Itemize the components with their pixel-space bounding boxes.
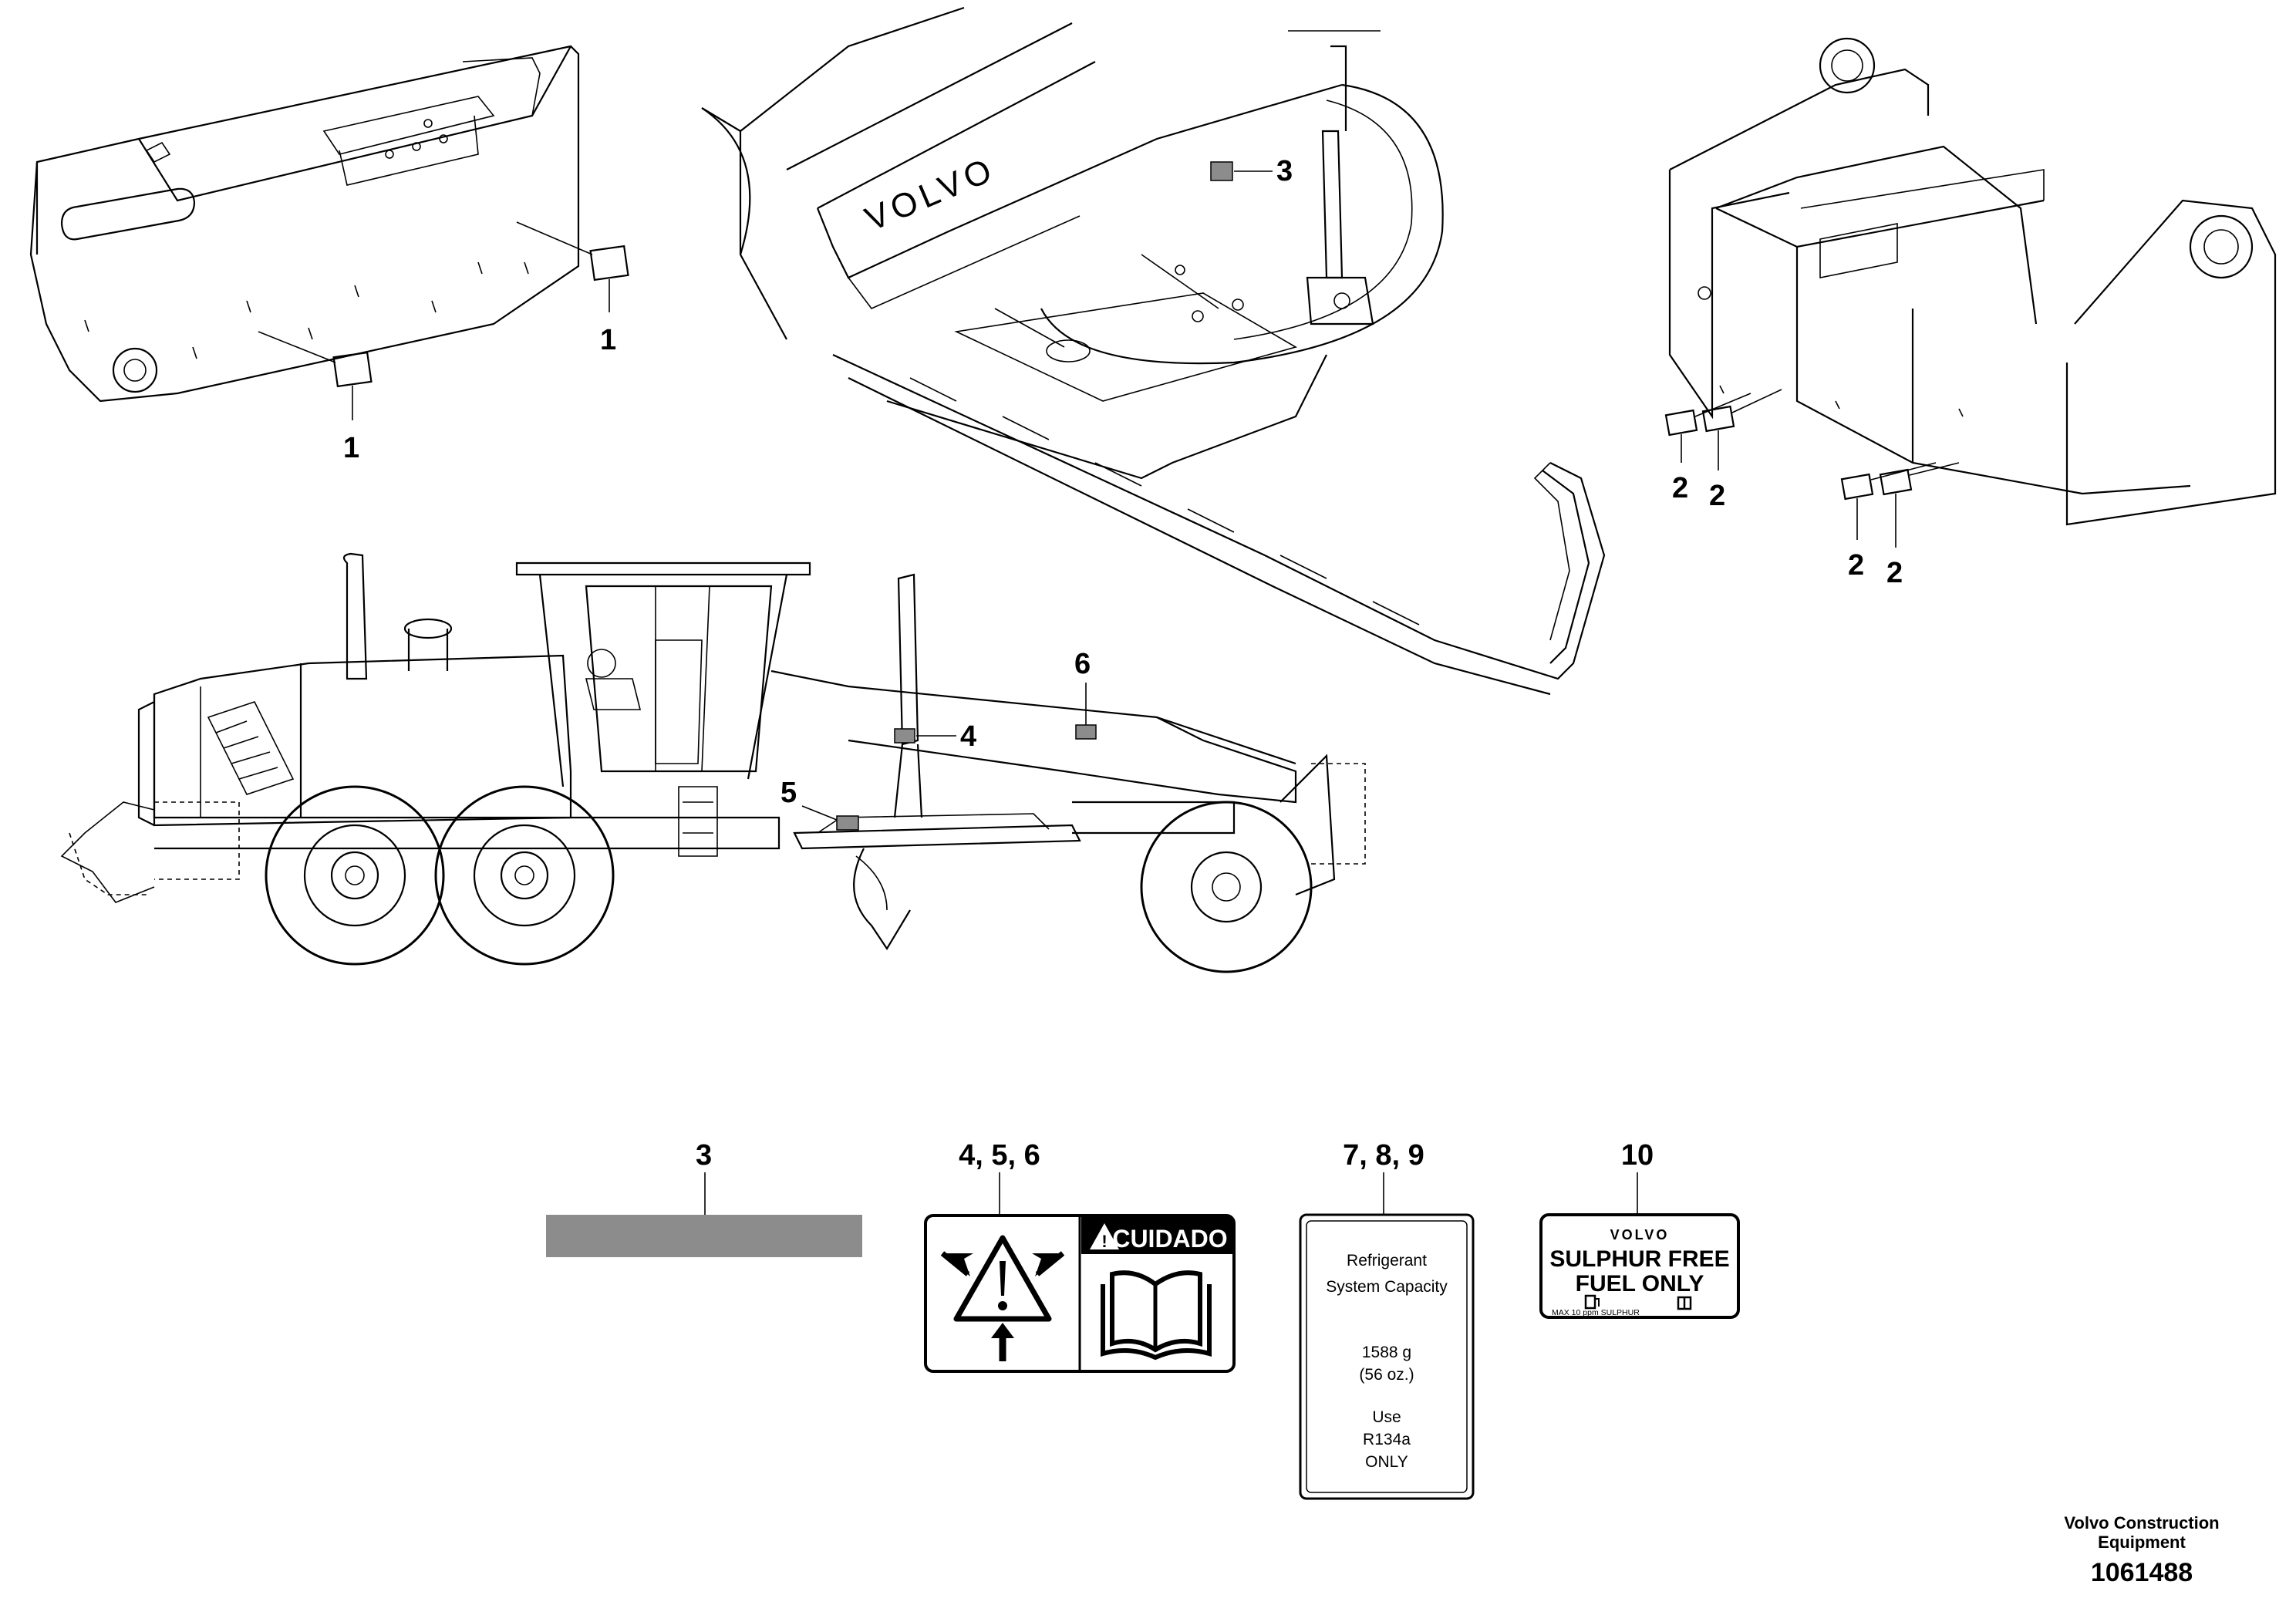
decal-header-10: 10 — [1621, 1139, 1654, 1172]
decal-4-location — [894, 728, 915, 744]
decal-2-a — [1664, 409, 1698, 437]
decal-5-location — [836, 815, 859, 831]
callout-5: 5 — [781, 777, 797, 809]
refrigerant-decal: Refrigerant System Capacity 1588 g (56 o… — [1299, 1213, 1475, 1500]
callout-2-a: 2 — [1672, 472, 1688, 504]
refrigerant-line3: 1588 g — [1362, 1344, 1411, 1361]
decal-2-b — [1701, 405, 1735, 433]
decal-6-location — [1075, 724, 1097, 740]
callout-2-c: 2 — [1848, 549, 1864, 582]
drawing-footer: Volvo Construction Equipment 1061488 — [2041, 1513, 2242, 1588]
callout-1-right: 1 — [600, 324, 616, 356]
company-name-line1: Volvo Construction — [2064, 1513, 2220, 1533]
fuel-decal-brand: VOLVO — [1610, 1227, 1670, 1243]
front-frame-view: 1 1 — [29, 45, 629, 464]
refrigerant-line1: Refrigerant — [1347, 1252, 1427, 1270]
callout-1-left: 1 — [343, 432, 359, 464]
refrigerant-line7: ONLY — [1365, 1453, 1408, 1471]
fuel-pump-icon — [1584, 1294, 1600, 1310]
decal-1-front-left — [332, 351, 373, 388]
decal-header-3: 3 — [696, 1139, 712, 1172]
decal-header-456: 4, 5, 6 — [959, 1139, 1040, 1172]
rear-wheel-2 — [434, 785, 615, 966]
rear-frame-view: 2 2 2 2 — [1664, 37, 2277, 589]
warning-decal: CUIDADO ! — [924, 1214, 1236, 1373]
rear-wheel-1 — [265, 785, 445, 966]
decal-header-789: 7, 8, 9 — [1343, 1139, 1424, 1172]
fuel-decal-line2: FUEL ONLY — [1576, 1271, 1704, 1297]
fuel-decal-small: MAX 10 ppm SULPHUR — [1552, 1308, 1640, 1317]
decal-3-strip — [546, 1215, 862, 1257]
manual-book-icon — [1101, 1270, 1212, 1361]
refrigerant-line2: System Capacity — [1326, 1278, 1448, 1296]
warning-triangle-icon — [940, 1235, 1065, 1361]
callout-4: 4 — [960, 720, 976, 753]
caution-text: CUIDADO — [1112, 1225, 1227, 1253]
decal-3-location — [1210, 161, 1233, 181]
motor-grader-side-view: 4 5 6 — [60, 552, 1366, 973]
svg-text:!: ! — [1101, 1232, 1107, 1251]
company-name-line2: Equipment — [2098, 1533, 2186, 1552]
fuel-decal: VOLVO SULPHUR FREE FUEL ONLY MAX 10 ppm … — [1539, 1213, 1740, 1319]
fuel-manual-book-icon — [1677, 1296, 1692, 1310]
decal-2-c — [1840, 473, 1874, 501]
callout-6: 6 — [1074, 648, 1091, 680]
fuel-decal-line1: SULPHUR FREE — [1549, 1246, 1729, 1272]
blade-brand-text: VOLVO — [860, 150, 1001, 238]
drawing-number: 1061488 — [2090, 1558, 2193, 1587]
refrigerant-line5: Use — [1372, 1408, 1401, 1426]
caution-small-triangle-icon — [1090, 1223, 1119, 1249]
callout-3: 3 — [1276, 155, 1293, 187]
drawbar-circle-view: VOLVO 3 — [701, 6, 1606, 696]
refrigerant-line6: R134a — [1363, 1431, 1411, 1448]
callout-2-b: 2 — [1709, 480, 1725, 512]
front-wheel — [1140, 801, 1313, 973]
decal-2-d — [1879, 468, 1913, 496]
decal-1-front-right — [589, 244, 629, 282]
refrigerant-line4: (56 oz.) — [1359, 1366, 1414, 1384]
callout-2-d: 2 — [1886, 557, 1903, 589]
